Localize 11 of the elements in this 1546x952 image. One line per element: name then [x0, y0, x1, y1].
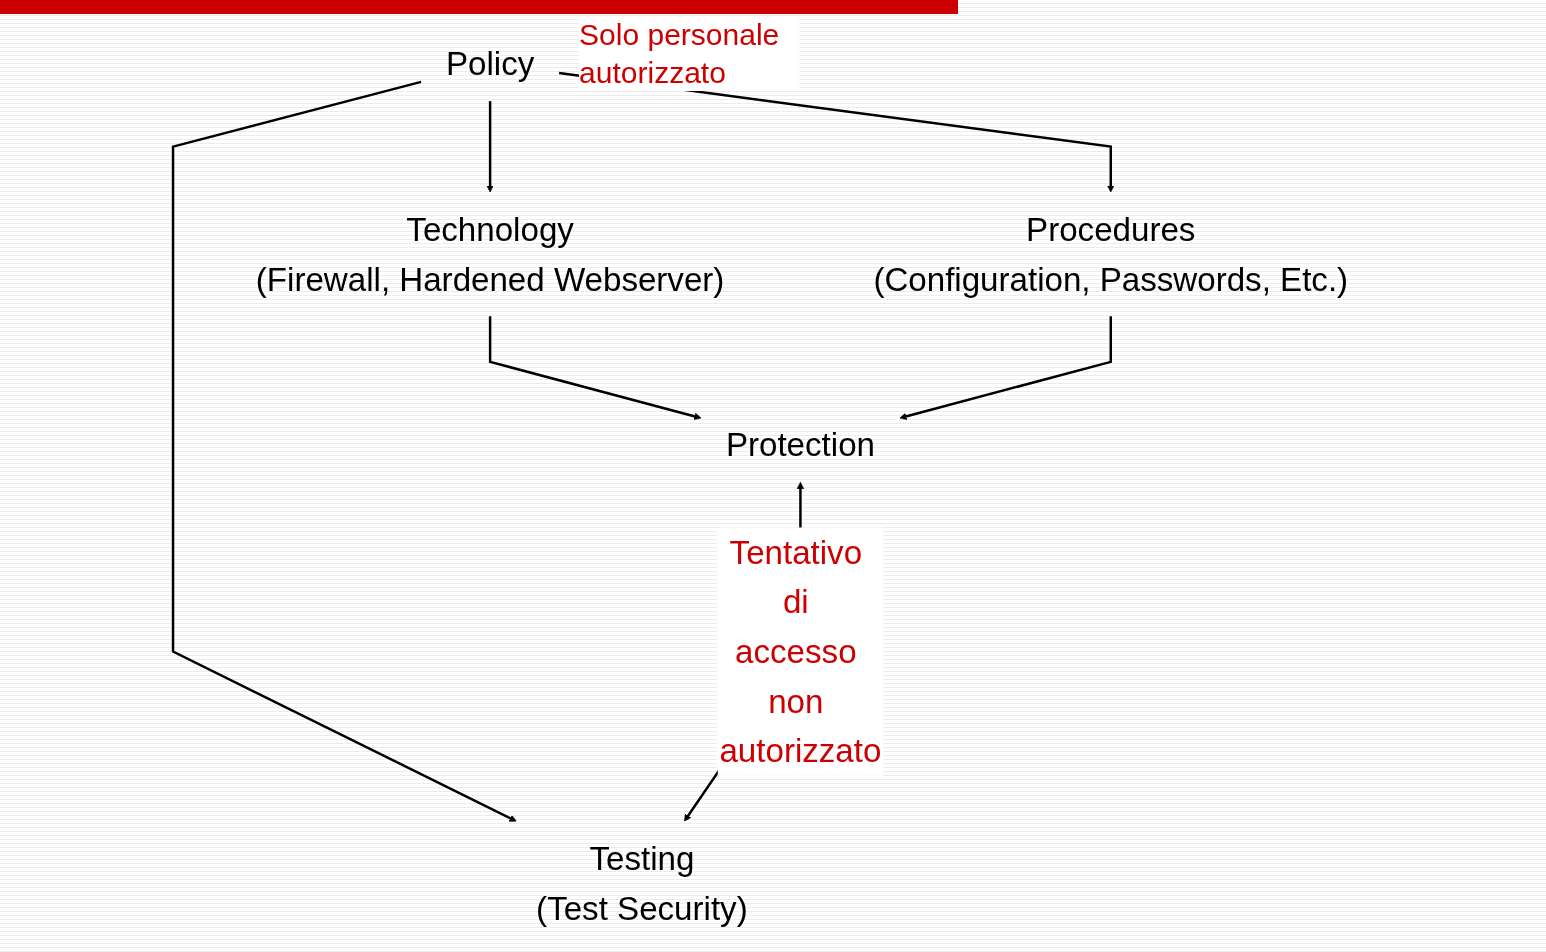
note-text: Solo personale autorizzato — [579, 16, 800, 91]
arrow — [486, 101, 494, 193]
node-text: Testing (Test Security) — [536, 840, 748, 927]
node-text: Procedures (Configuration, Passwords, Etc.) — [873, 211, 1349, 298]
arrow — [171, 80, 517, 822]
node-text: Protection — [725, 426, 875, 463]
node-text: Policy — [445, 45, 535, 83]
arrow — [899, 316, 1112, 420]
edge-label: Tentativo di accesso non autorizzato — [719, 534, 882, 770]
node-text: Technology (Firewall, Hardened Webserver) — [255, 211, 725, 298]
arrow — [488, 316, 702, 420]
